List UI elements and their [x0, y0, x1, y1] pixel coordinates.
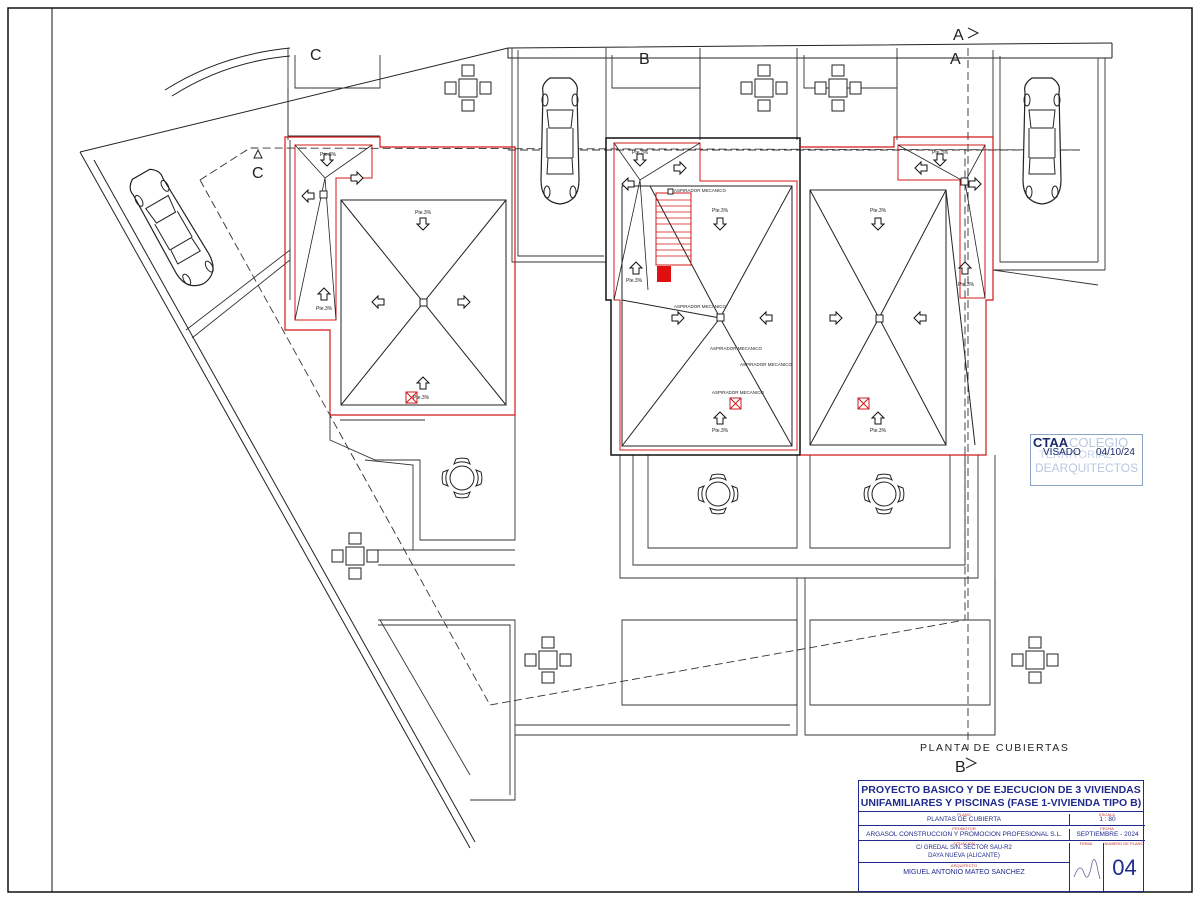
project-title-line1: PROYECTO BASICO Y DE EJECUCION DE 3 VIVI… [861, 784, 1141, 796]
stamp-org-line1: COLEGIO [1069, 435, 1129, 450]
stamp-date: 04/10/24 [1096, 447, 1135, 458]
table-left-2 [524, 636, 572, 684]
architect-name: MIGUEL ANTONIO MATEO SANCHEZ [903, 869, 1025, 876]
binding-margin [51, 7, 1193, 893]
svg-text:Pte.3%: Pte.3% [632, 150, 649, 156]
terrace-walls [185, 48, 1106, 801]
scale-label: ESCALA [1099, 812, 1115, 817]
svg-text:ASPIRADOR MECANICO: ASPIRADOR MECANICO [712, 390, 765, 395]
roof-unit-left [284, 136, 516, 416]
car-parked-left [123, 164, 222, 294]
table-top-1 [444, 64, 492, 112]
round-table-1 [441, 457, 483, 499]
visa-stamp: CTAA COLEGIO TERRITORIAL DEARQUITECTOS V… [1030, 434, 1143, 486]
sheet-frame [7, 7, 1193, 893]
title-block: PROYECTO BASICO Y DE EJECUCION DE 3 VIVI… [858, 780, 1145, 893]
project-title-line2: UNIFAMILIARES Y PISCINAS (FASE 1-VIVIEND… [860, 797, 1142, 809]
svg-text:Pte.3%: Pte.3% [932, 150, 949, 156]
svg-text:ASPIRADOR MECANICO: ASPIRADOR MECANICO [740, 362, 793, 367]
site-boundary [79, 42, 1113, 849]
svg-text:Pte.3%: Pte.3% [958, 282, 975, 288]
svg-text:C: C [252, 165, 264, 182]
svg-text:B: B [955, 759, 966, 776]
car-parked-right [1022, 77, 1062, 205]
stamp-org-short: CTAA [1033, 435, 1069, 450]
address-line1: C/ GREDAL S/N. SECTOR SAU-R2 [916, 845, 1012, 851]
skylight-block [657, 266, 671, 282]
svg-text:Pte.3%: Pte.3% [316, 306, 333, 312]
svg-text:ASPIRADOR MECANICO: ASPIRADOR MECANICO [674, 304, 727, 309]
table-left-1 [331, 532, 379, 580]
vent-labels: ASPIRADOR MECANICO ASPIRADOR MECANICO AS… [674, 188, 793, 395]
signature-scribble [1073, 859, 1101, 880]
scale-value: 1 : 80 [1069, 814, 1145, 826]
section-markers: A A B B C C C [252, 27, 1045, 776]
round-table-3 [863, 473, 905, 515]
table-top-3 [814, 64, 862, 112]
round-table-2 [697, 473, 739, 515]
project-title: PROYECTO BASICO Y DE EJECUCION DE 3 VIVI… [859, 781, 1143, 812]
client-label: PROMOTOR [952, 826, 976, 831]
car-parked-middle [540, 77, 580, 205]
svg-text:Pte.3%: Pte.3% [415, 210, 432, 216]
plan-name: PLANTAS DE CUBIERTA [859, 814, 1069, 826]
svg-text:A: A [953, 27, 964, 44]
svg-text:B: B [639, 51, 650, 68]
sheet-label: NUMERO DE PLANO [1104, 841, 1144, 846]
signature-area [1069, 843, 1103, 893]
svg-text:A: A [950, 51, 961, 68]
date-label: FECHA [1100, 826, 1114, 831]
svg-text:Pte.3%: Pte.3% [870, 428, 887, 434]
address-line2: DAYA NUEVA (ALICANTE) [859, 853, 1069, 863]
svg-text:ASPIRADOR MECANICO: ASPIRADOR MECANICO [674, 188, 727, 193]
plan-label: PLANO [957, 812, 971, 817]
svg-text:Pte.3%: Pte.3% [712, 208, 729, 214]
location-label: SITUACION [953, 841, 975, 846]
slope-labels: Pte.3% Pte.3% Pte.3% Pte.3% Pte.3% Pte.3… [316, 150, 975, 434]
roof-unit-right [800, 136, 994, 456]
sheet-number: 04 [1103, 843, 1145, 893]
stamp-status: VISADO [1043, 447, 1081, 458]
signature-label: FIRMA [1079, 841, 1093, 846]
plan-title: PLANTA DE CUBIERTAS [920, 742, 1070, 754]
table-top-2 [740, 64, 788, 112]
svg-text:Pte.3%: Pte.3% [870, 208, 887, 214]
dashed-lines [199, 48, 1081, 750]
slope-arrows [301, 153, 982, 425]
svg-text:Pte.3%: Pte.3% [626, 278, 643, 284]
stamp-org-line3: DEARQUITECTOS [1035, 461, 1139, 475]
client-name: ARGASOL CONSTRUCCION Y PROMOCION PROFESI… [859, 829, 1069, 841]
stamp-org-line2: TERRITORIAL [1039, 449, 1112, 461]
svg-text:Pte.3%: Pte.3% [320, 152, 337, 158]
svg-text:Pte.3%: Pte.3% [712, 428, 729, 434]
roof-unit-middle [605, 137, 801, 456]
date-value: SEPTIEMBRE - 2024 [1069, 829, 1145, 841]
architect-label: ARQUITECTO [950, 863, 978, 868]
svg-text:ASPIRADOR MECANICO: ASPIRADOR MECANICO [710, 346, 763, 351]
svg-text:C: C [310, 47, 322, 64]
table-right-1 [1011, 636, 1059, 684]
svg-text:Pte.3%: Pte.3% [413, 395, 430, 401]
